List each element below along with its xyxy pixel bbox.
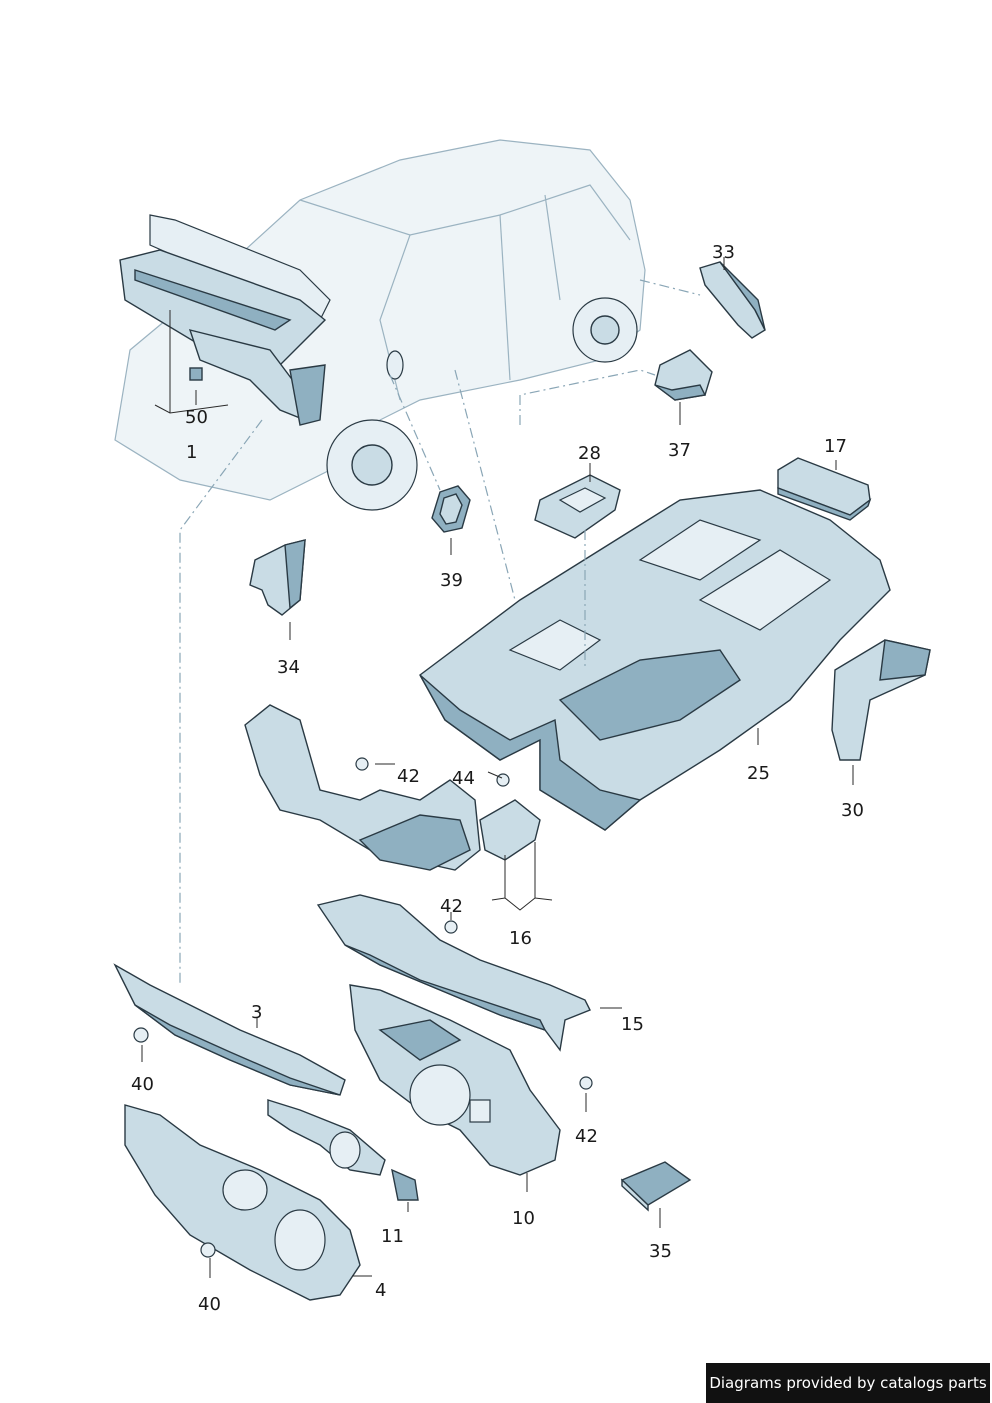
part-16[interactable] xyxy=(244,704,541,871)
attribution-text: Diagrams provided by catalogs parts xyxy=(709,1374,987,1392)
part-4[interactable] xyxy=(124,1104,361,1301)
engine-bay-insulation-part[interactable] xyxy=(188,329,326,426)
leader-lines xyxy=(141,257,854,1278)
part-39[interactable] xyxy=(431,485,471,533)
callout-33[interactable]: 33 xyxy=(712,242,735,263)
callout-39[interactable]: 39 xyxy=(440,570,463,591)
callout-17[interactable]: 17 xyxy=(824,436,847,457)
callout-40-left[interactable]: 40 xyxy=(131,1074,154,1095)
callout-30[interactable]: 30 xyxy=(841,800,864,821)
hood-insulation-part[interactable] xyxy=(119,214,331,366)
callout-15[interactable]: 15 xyxy=(621,1014,644,1035)
callout-42-lower[interactable]: 42 xyxy=(575,1126,598,1147)
attribution-banner: Diagrams provided by catalogs parts xyxy=(706,1363,990,1403)
callout-1[interactable]: 1 xyxy=(186,442,197,463)
floor-insulation-part-25[interactable] xyxy=(419,489,891,831)
part-30[interactable] xyxy=(831,639,931,761)
callout-34[interactable]: 34 xyxy=(277,657,300,678)
callout-42-middle[interactable]: 42 xyxy=(440,896,463,917)
callout-50[interactable]: 50 xyxy=(185,407,208,428)
callout-42-upper[interactable]: 42 xyxy=(397,766,420,787)
callout-16[interactable]: 16 xyxy=(509,928,532,949)
part-15[interactable] xyxy=(316,894,591,1052)
part-35[interactable] xyxy=(620,1161,692,1212)
callout-44[interactable]: 44 xyxy=(452,768,475,789)
part-34[interactable] xyxy=(249,539,306,616)
part-11[interactable] xyxy=(267,1099,419,1201)
callout-labels: 1 50 33 37 28 17 39 34 25 30 42 44 16 42… xyxy=(131,242,864,1315)
part-17[interactable] xyxy=(777,457,872,521)
callout-4[interactable]: 4 xyxy=(375,1280,386,1301)
callout-40-bottom[interactable]: 40 xyxy=(198,1294,221,1315)
part-10[interactable] xyxy=(349,984,593,1176)
callout-25[interactable]: 25 xyxy=(747,763,770,784)
part-33[interactable] xyxy=(699,261,766,339)
part-28[interactable] xyxy=(534,474,621,539)
callout-28[interactable]: 28 xyxy=(578,443,601,464)
callout-35[interactable]: 35 xyxy=(649,1241,672,1262)
part-3[interactable] xyxy=(113,963,346,1096)
callout-3[interactable]: 3 xyxy=(251,1002,262,1023)
callout-10[interactable]: 10 xyxy=(512,1208,535,1229)
callout-37[interactable]: 37 xyxy=(668,440,691,461)
callout-11[interactable]: 11 xyxy=(381,1226,404,1247)
vehicle-illustration xyxy=(114,139,646,511)
part-37[interactable] xyxy=(654,349,713,401)
assembly-lines xyxy=(179,279,701,985)
